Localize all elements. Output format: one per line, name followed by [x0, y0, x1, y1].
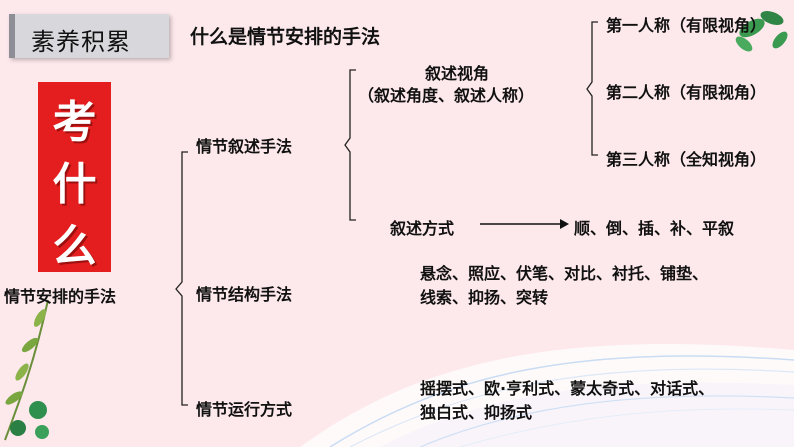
perspective-item: 第一人称（有限视角）	[606, 16, 767, 35]
perspective-item: 第三人称（全知视角）	[606, 150, 767, 169]
root-label: 情节安排的手法	[4, 287, 117, 306]
perspective-label-line2: （叙述角度、叙述人称）	[358, 86, 535, 105]
leaf-icon	[4, 299, 49, 441]
page-title: 什么是情节安排的手法	[190, 26, 381, 48]
branch-operation: 情节运行方式	[196, 400, 293, 419]
method-result: 顺、倒、插、补、平叙	[574, 219, 735, 238]
operation-line1: 摇摆式、欧·亨利式、蒙太奇式、对话式、	[420, 379, 715, 398]
banner-char-1: 考	[52, 97, 97, 148]
perspective-bracket	[586, 21, 598, 156]
root-bracket	[175, 151, 188, 406]
operation-line2: 独白式、抑扬式	[420, 403, 533, 422]
perspective-label-line1: 叙述视角	[425, 64, 490, 83]
perspective-item: 第二人称（有限视角）	[606, 83, 767, 102]
section-tag-label: 素养积累	[31, 28, 131, 56]
leaf-icon	[735, 11, 788, 52]
branch-structure: 情节结构手法	[196, 285, 293, 304]
branch-narrative: 情节叙述手法	[196, 137, 293, 156]
banner-char-3: 么	[52, 221, 97, 272]
arrow-head-icon	[560, 219, 569, 229]
structure-line2: 线索、抑扬、突转	[420, 288, 549, 307]
narrative-bracket	[344, 69, 356, 221]
vertical-banner: 考 什 么	[38, 82, 111, 272]
banner-char-2: 什	[52, 159, 97, 210]
section-tag: 素养积累	[9, 14, 169, 58]
method-label: 叙述方式	[390, 219, 455, 238]
structure-line1: 悬念、照应、伏笔、对比、衬托、铺垫、	[420, 264, 709, 283]
